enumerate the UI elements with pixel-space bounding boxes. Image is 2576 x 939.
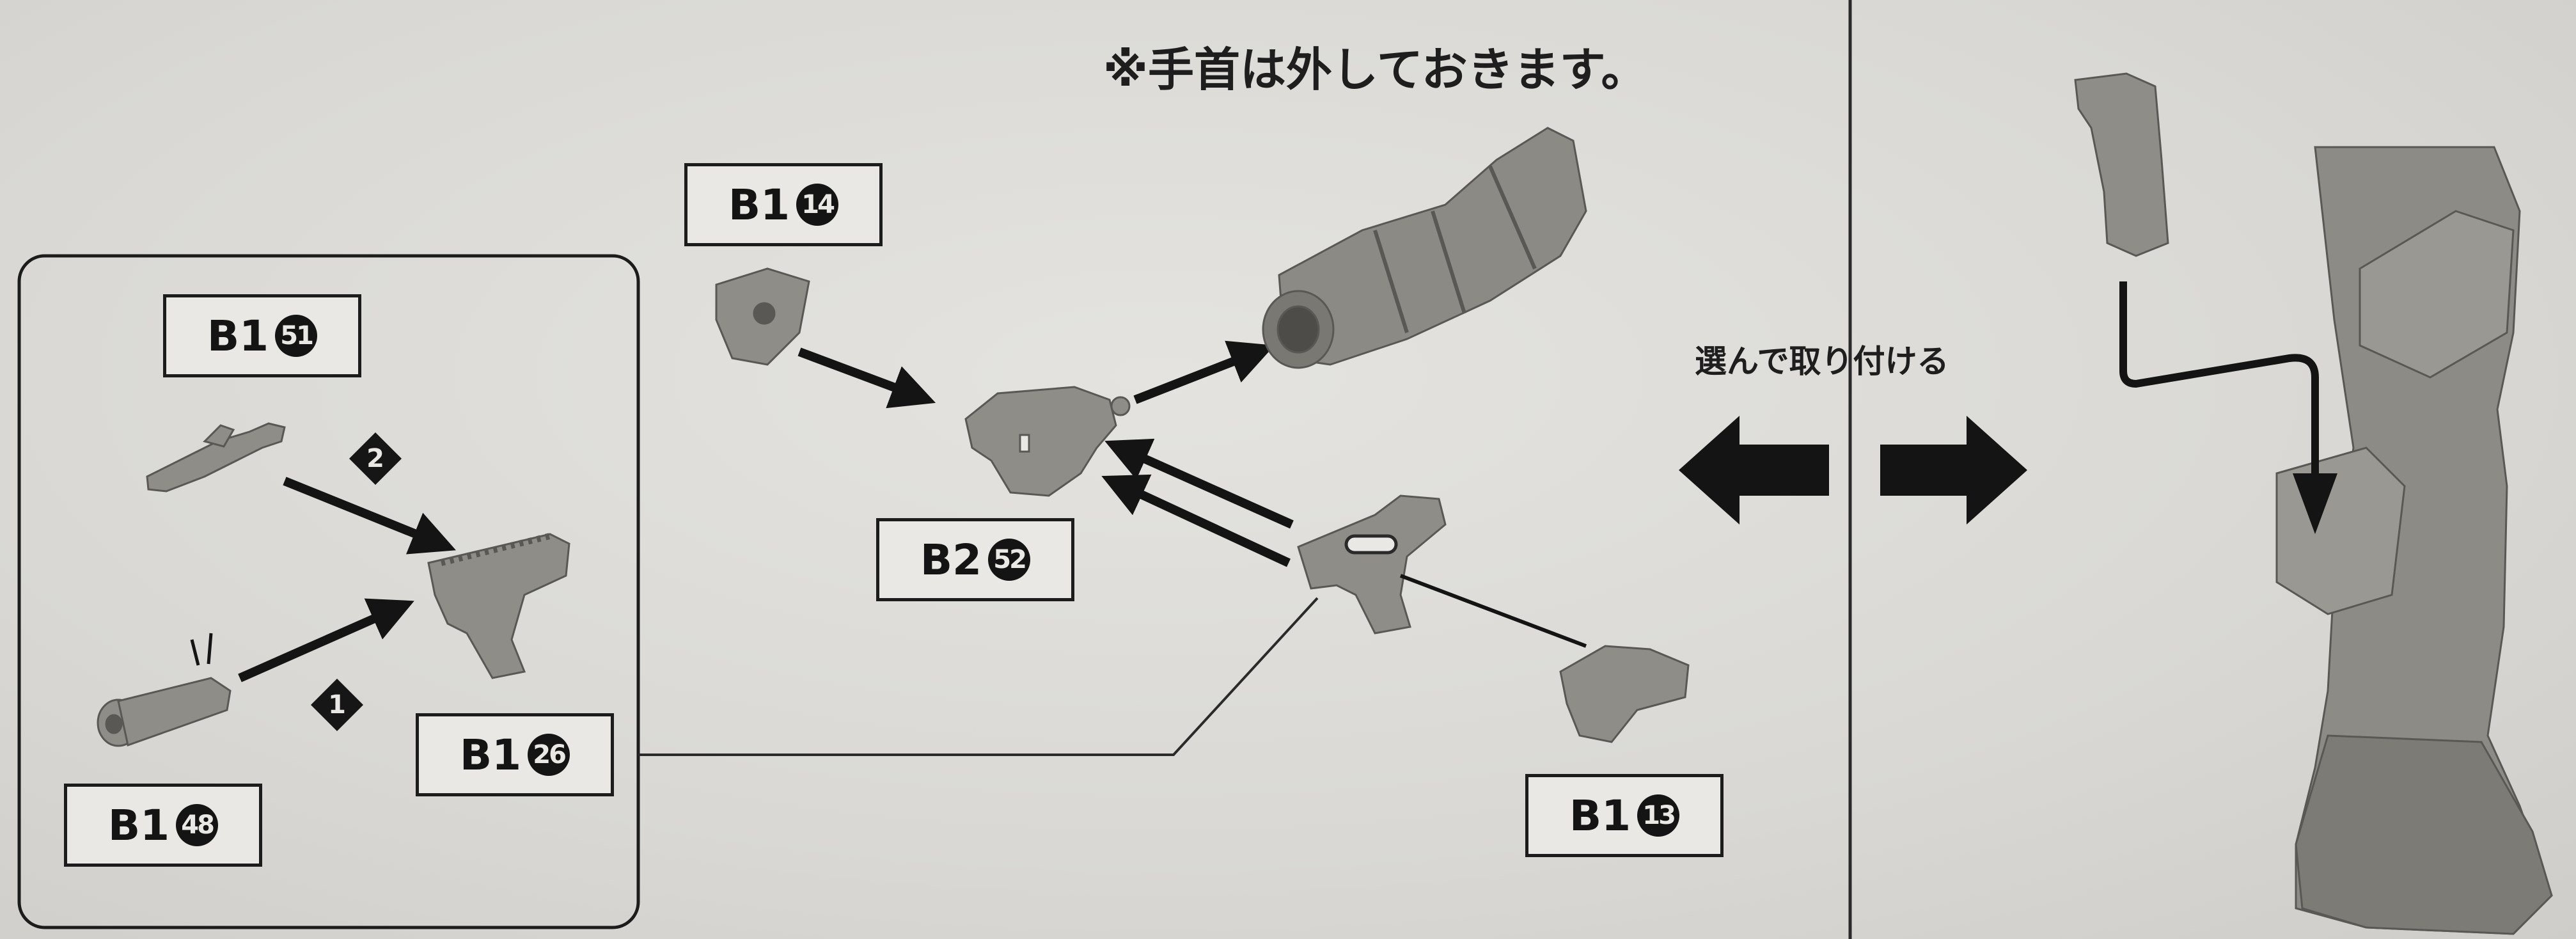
part-52-adapter — [964, 386, 1131, 497]
part-26-pistol — [427, 533, 570, 679]
leader-line — [638, 597, 1319, 756]
part-label-b1-26: B1 26 — [416, 713, 614, 796]
subassembly-box — [17, 254, 640, 929]
part-label-sheet: B2 — [920, 535, 982, 585]
arrow-14-to-52 — [797, 347, 936, 409]
header-note: ※手首は外しておきます。 — [1103, 43, 1647, 97]
part-number-badge: 13 — [1637, 794, 1680, 837]
insert-path-arrow — [2119, 281, 2319, 480]
arrow-51-to-26 — [283, 477, 456, 555]
step-marker-1: 1 — [310, 678, 364, 732]
part-14-cap — [715, 267, 810, 366]
part-label-sheet: B1 — [207, 311, 269, 361]
arrow-52-to-arm — [1133, 340, 1275, 404]
insert-arrow-head — [2293, 473, 2337, 534]
part-51-scope — [146, 422, 286, 493]
step-marker-2: 2 — [349, 432, 402, 485]
part-13-peg — [1559, 645, 1690, 743]
leg-figure — [2275, 146, 2553, 935]
part-number-badge: 48 — [176, 804, 219, 846]
holster-part — [2074, 72, 2169, 257]
step-number: 2 — [366, 444, 384, 473]
part-label-sheet: B1 — [728, 180, 790, 230]
part-label-b1-48: B1 48 — [64, 784, 262, 867]
part-label-sheet: B1 — [1569, 791, 1631, 840]
step-number: 1 — [328, 690, 346, 720]
part-label-sheet: B1 — [107, 800, 170, 850]
part-number-badge: 51 — [275, 315, 318, 357]
forearm — [1262, 127, 1587, 369]
part-number-badge: 26 — [528, 734, 570, 776]
part-number-badge: 52 — [988, 539, 1031, 581]
choice-note: 選んで取り付ける — [1695, 343, 1949, 380]
part-label-b1-13: B1 13 — [1525, 774, 1724, 857]
part-number-badge: 14 — [796, 184, 839, 226]
arrow-gun-to-52-a — [1104, 438, 1294, 529]
part-label-b1-14: B1 14 — [684, 163, 883, 246]
arrow-gun-to-52-b — [1101, 474, 1291, 567]
arrow-48-to-26 — [238, 598, 414, 683]
shine-marks — [190, 633, 213, 666]
left-right-arrow-icon — [1679, 416, 2027, 525]
part-label-sheet: B1 — [459, 730, 522, 780]
part-label-b2-52: B2 52 — [876, 518, 1074, 601]
part-gun-assembled — [1297, 494, 1447, 635]
guide-line-13 — [1399, 574, 1587, 648]
part-48-tip — [97, 677, 232, 747]
part-label-b1-51: B1 51 — [163, 294, 361, 377]
